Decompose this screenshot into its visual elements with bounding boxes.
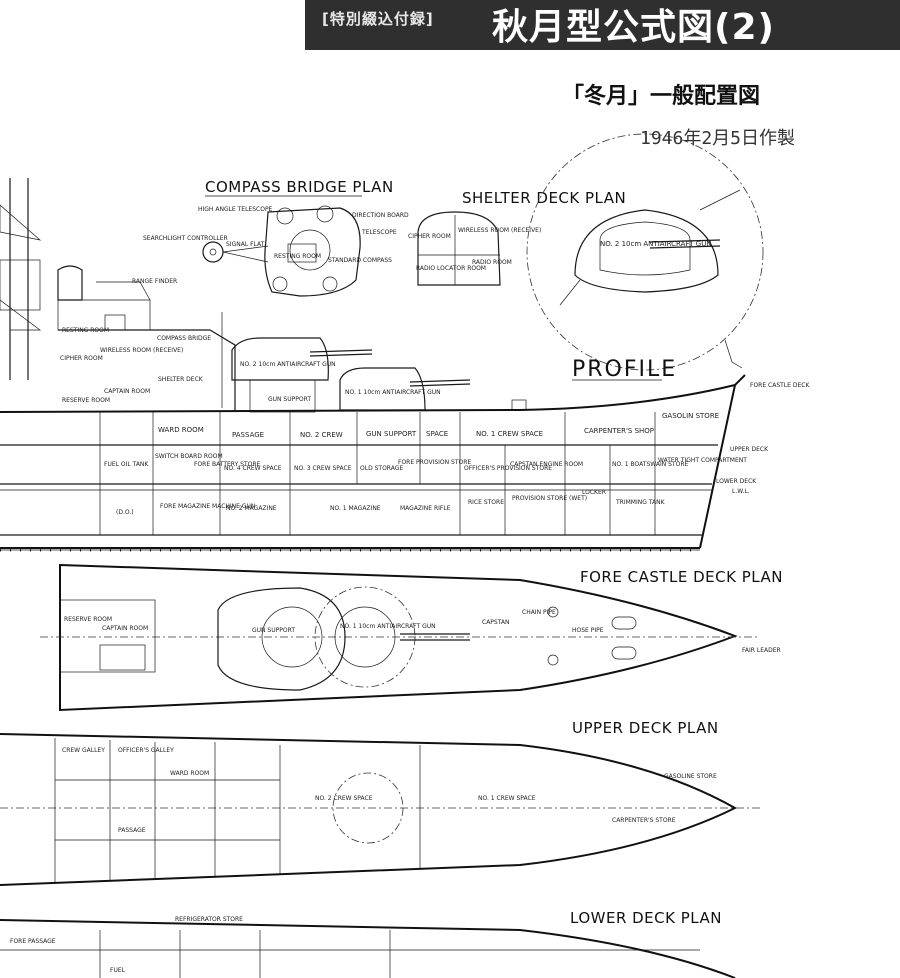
compass-bridge-title: COMPASS BRIDGE PLAN	[205, 178, 394, 196]
cipher-room-profile-label: CIPHER ROOM	[60, 355, 103, 362]
ward-room-label: WARD ROOM	[158, 426, 204, 434]
boatswain-store-label: NO. 1 BOATSWAIN STORE	[612, 461, 688, 468]
switch-board-label: SWITCH BOARD ROOM	[155, 453, 223, 460]
lower-deck-title: LOWER DECK PLAN	[570, 909, 722, 927]
no4-crew-label: NO. 4 CREW SPACE	[224, 465, 282, 472]
cipher-room-label: CIPHER ROOM	[408, 233, 451, 240]
provision-wet-label: PROVISION STORE (WET)	[512, 495, 587, 502]
telescope-label: TELESCOPE	[361, 229, 397, 236]
range-finder-label: RANGE FINDER	[132, 278, 177, 285]
chain-pipe-label: CHAIN PIPE	[522, 609, 556, 616]
watertight-label: WATER TIGHT COMPARTMENT	[658, 457, 747, 464]
passage-upper-label: PASSAGE	[118, 827, 146, 834]
capstan-engine-label: CAPSTAN ENGINE ROOM	[510, 461, 583, 468]
old-storage-label: OLD STORAGE	[360, 465, 403, 472]
shelter-deck-title: SHELTER DECK PLAN	[462, 189, 626, 207]
lwl-label: L.W.L.	[732, 488, 750, 495]
compass-bridge-plan: COMPASS BRIDGE PLAN HIGH ANGLE TELESCOPE…	[143, 178, 409, 297]
gun-support-fc-label: GUN SUPPORT	[252, 627, 295, 634]
captain-room-profile-label: CAPTAIN ROOM	[104, 388, 150, 395]
magazine-rifle-label: MAGAZINE RIFLE	[400, 505, 451, 512]
no1-gun-fc-label: NO. 1 10cm ANTIAIRCRAFT GUN	[340, 623, 436, 630]
series-title: 秋月型公式図(2)	[492, 7, 775, 48]
space-label: SPACE	[426, 430, 448, 438]
no2-gun-profile-label: NO. 2 10cm ANTIAIRCRAFT GUN	[240, 361, 336, 368]
gun-support-profile-label: GUN SUPPORT	[268, 396, 311, 403]
plate-date: 1946年2月5日作製	[640, 128, 796, 149]
hose-pipe-label: HOSE PIPE	[572, 627, 604, 634]
lower-deck-label: LOWER DECK	[716, 478, 757, 485]
direction-board-label: DIRECTION BOARD	[352, 212, 409, 219]
fore-castle-deck-label: FORE CASTLE DECK	[750, 382, 810, 389]
upper-deck-title: UPPER DECK PLAN	[572, 719, 719, 737]
signal-flat-label: SIGNAL FLAT	[226, 241, 265, 248]
header-banner	[305, 0, 900, 50]
fore-magazine-label: FORE MAGAZINE MACHINE GUN	[160, 503, 255, 510]
radio-room-label: RADIO ROOM	[472, 259, 512, 266]
no2-magazine-label: NO. 2 MAGAZINE	[226, 505, 277, 512]
shelter-deck-plan: SHELTER DECK PLAN CIPHER ROOM WIRELESS R…	[408, 133, 764, 371]
no3-crew-label: NO. 3 CREW SPACE	[294, 465, 352, 472]
fuel-oil-tank-label: FUEL OIL TANK	[104, 461, 149, 468]
radio-locator-label: RADIO LOCATOR ROOM	[416, 265, 486, 272]
profile-view: PROFILE	[0, 178, 810, 552]
plate-title: 「冬月」一般配置図	[562, 84, 761, 109]
no2-gun-plan-label: NO. 2 10cm ANTIAIRCRAFT GUN	[600, 240, 712, 248]
upper-deck-label: UPPER DECK	[730, 446, 769, 453]
gun-support-row-label: GUN SUPPORT	[366, 430, 417, 438]
wireless-room-label: WIRELESS ROOM (RECEIVE)	[458, 227, 541, 234]
supplement-label: [特別綴込付録]	[322, 10, 434, 28]
rice-store-label: RICE STORE	[468, 499, 504, 506]
searchlight-controller-label: SEARCHLIGHT CONTROLLER	[143, 235, 228, 242]
compass-bridge-profile-label: COMPASS BRIDGE	[157, 335, 211, 342]
passage-label: PASSAGE	[232, 431, 264, 439]
resting-room-label: RESTING ROOM	[274, 253, 321, 260]
captain-room-fc-label: CAPTAIN ROOM	[102, 625, 148, 632]
reserve-room-profile-label: RESERVE ROOM	[62, 397, 110, 404]
fore-battery-label: FORE BATTERY STORE	[194, 461, 261, 468]
high-angle-telescope-label: HIGH ANGLE TELESCOPE	[198, 206, 273, 213]
gasoline-store-label: GASOLINE STORE	[664, 773, 717, 780]
lower-deck-plan: LOWER DECK PLAN REFRIGERATOR STORE FORE …	[0, 909, 736, 978]
locker-label: LOCKER	[582, 489, 606, 496]
fore-passage-label: FORE PASSAGE	[10, 938, 56, 945]
do-label: (D.O.)	[116, 509, 134, 516]
no1-gun-profile-label: NO. 1 10cm ANTIAIRCRAFT GUN	[345, 389, 441, 396]
officers-provision-label: OFFICER'S PROVISION STORE	[464, 465, 552, 472]
shelter-deck-profile-label: SHELTER DECK	[158, 376, 204, 383]
fore-castle-title: FORE CASTLE DECK PLAN	[580, 568, 783, 586]
no1-crew-upper-label: NO. 1 CREW SPACE	[478, 795, 536, 802]
trimming-tank-label: TRIMMING TANK	[615, 499, 666, 506]
refrigerator-store-label: REFRIGERATOR STORE	[175, 916, 243, 923]
no1-crew-label: NO. 1 CREW SPACE	[476, 430, 543, 438]
fore-provision-label: FORE PROVISION STORE	[398, 459, 471, 466]
fuel-label: FUEL	[110, 967, 126, 974]
officers-galley-label: OFFICER'S GALLEY	[118, 747, 174, 754]
gasolin-store-label: GASOLIN STORE	[662, 412, 719, 420]
ward-room-upper-label: WARD ROOM	[170, 770, 209, 777]
reserve-room-fc-label: RESERVE ROOM	[64, 616, 112, 623]
profile-title: PROFILE	[572, 357, 677, 382]
carpenters-shop-label: CARPENTER'S SHOP	[584, 427, 654, 435]
standard-compass-label: STANDARD COMPASS	[328, 257, 392, 264]
upper-deck-plan: UPPER DECK PLAN CREW GALLEY OFFICER'S GA…	[0, 719, 760, 886]
resting-room-profile-label: RESTING ROOM	[62, 327, 109, 334]
capstan-label: CAPSTAN	[482, 619, 510, 626]
fore-castle-deck-plan: FORE CASTLE DECK PLAN RESERVE ROOM CAPTA…	[40, 563, 783, 712]
no1-magazine-label: NO. 1 MAGAZINE	[330, 505, 381, 512]
fair-leader-label: FAIR LEADER	[742, 647, 781, 654]
no2-crew-upper-label: NO. 2 CREW SPACE	[315, 795, 373, 802]
carpenters-store-label: CARPENTER'S STORE	[612, 817, 676, 824]
crew-galley-label: CREW GALLEY	[62, 747, 105, 754]
no2-crew-label: NO. 2 CREW	[300, 431, 343, 439]
wireless-room-profile-label: WIRELESS ROOM (RECEIVE)	[100, 347, 183, 354]
